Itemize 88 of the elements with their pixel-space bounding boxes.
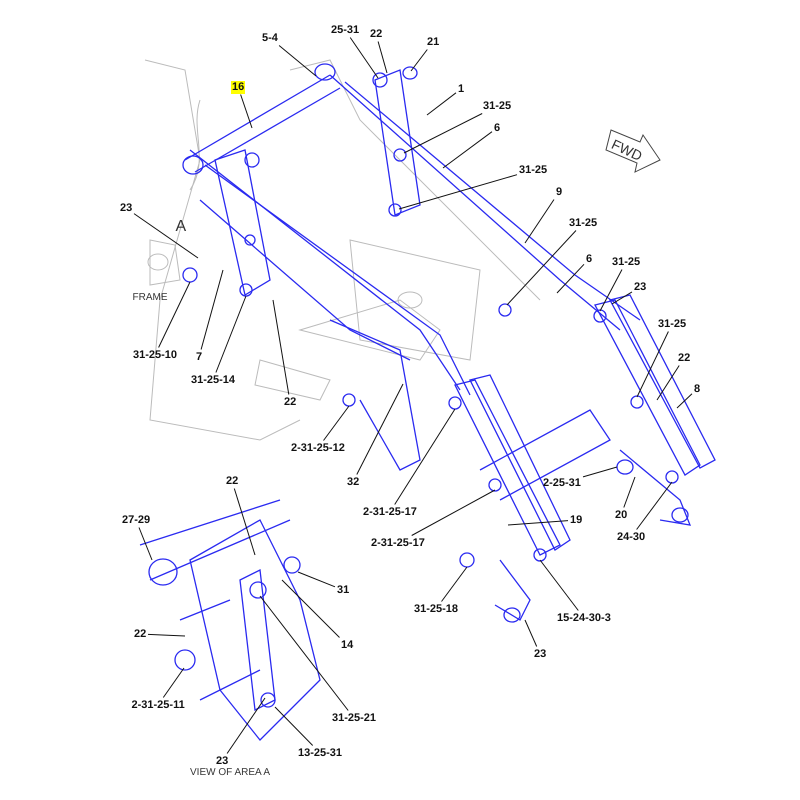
view-label: A: [176, 221, 186, 233]
leader-line: [323, 406, 350, 441]
callout-number: 31-25: [657, 318, 688, 330]
callout-number: 22: [133, 628, 148, 640]
leader-line: [215, 296, 246, 373]
leader-line: [350, 37, 378, 78]
direction-label: FWD: [610, 138, 644, 162]
frame-label: FRAME: [132, 292, 168, 304]
leader-line: [506, 230, 576, 306]
leader-line: [234, 488, 256, 556]
callout-number: 27-29: [121, 514, 152, 526]
leader-line: [356, 384, 404, 475]
leader-line: [623, 476, 636, 508]
callout-number: 5-4: [261, 32, 279, 44]
callout-number: 23: [633, 280, 648, 294]
callout-number: 14: [340, 638, 354, 652]
leader-line: [524, 620, 538, 647]
callout-number: 6: [585, 252, 594, 266]
callout-number: 31-25: [568, 216, 598, 230]
callout-number: 22: [283, 396, 298, 408]
callout-number: 23: [119, 202, 134, 214]
leader-line: [260, 596, 349, 711]
callout-number: 2-31-25-12: [290, 442, 346, 454]
callout-number: 15-24-30-3: [556, 612, 612, 624]
callout-number: 13-25-31: [297, 746, 344, 760]
callout-number: 19: [569, 514, 584, 526]
callout-number: 2-25-31: [542, 476, 582, 490]
leader-line: [441, 566, 468, 602]
callout-number: 31-25-21: [331, 712, 378, 724]
leader-line: [148, 634, 186, 636]
callout-number: 8: [693, 382, 702, 396]
callout-number: 31-25-10: [132, 348, 178, 362]
callout-number: 2-31-25-17: [362, 506, 418, 518]
leader-line: [411, 490, 496, 536]
leader-line: [404, 113, 483, 154]
callout-number: 25-31: [330, 24, 360, 36]
leader-line: [272, 300, 290, 395]
leader-line: [442, 131, 492, 168]
callout-number: 16: [231, 80, 246, 94]
callout-number: 6: [493, 122, 502, 134]
callout-number: 2-31-25-17: [370, 536, 426, 550]
callout-number: 31-25: [482, 100, 512, 112]
callout-number: 9: [555, 186, 564, 198]
leader-line: [158, 282, 190, 348]
callout-number: 31-25: [611, 256, 642, 268]
leader-line: [556, 264, 584, 294]
callout-number: 21: [426, 36, 440, 48]
leader-line: [298, 572, 336, 588]
leader-line: [226, 698, 266, 754]
leader-line: [274, 706, 314, 746]
leader-line: [398, 174, 518, 210]
leader-line: [582, 466, 618, 478]
leader-line: [656, 365, 680, 400]
callout-number: 31-25-18: [413, 602, 460, 616]
callout-number: 22: [369, 28, 384, 40]
leader-line: [636, 482, 672, 530]
callout-number: 31: [336, 584, 350, 596]
leader-line: [540, 560, 579, 611]
leader-line: [426, 92, 456, 116]
leader-line: [612, 291, 632, 304]
callout-number: 23: [533, 648, 548, 660]
leader-line: [394, 408, 456, 505]
leader-line: [240, 94, 252, 128]
leader-line: [378, 41, 388, 74]
leader-line: [410, 49, 428, 72]
callout-number: 24-30: [616, 530, 646, 544]
leader-line: [676, 393, 692, 408]
callout-number: 2-31-25-11: [130, 698, 186, 712]
leader-line: [636, 331, 669, 398]
callout-number: 20: [614, 508, 628, 522]
callout-number: 7: [195, 350, 204, 364]
leader-line: [524, 199, 554, 244]
callout-number: 22: [677, 352, 692, 364]
leader-line: [162, 668, 184, 698]
leader-line: [508, 520, 568, 526]
leader-line: [134, 213, 198, 258]
leader-line: [200, 270, 224, 350]
leader-line: [138, 527, 152, 560]
leader-line: [282, 580, 340, 638]
callout-number: 1: [457, 82, 466, 96]
callout-number: 31-25-14: [190, 374, 236, 386]
callout-number: 31-25: [518, 164, 548, 176]
leader-line: [278, 45, 316, 76]
view-caption: VIEW OF AREA A: [190, 767, 270, 779]
callout-number: 22: [225, 474, 240, 488]
leader-line: [600, 269, 622, 312]
callout-number: 32: [346, 476, 360, 488]
callout-number: 23: [215, 754, 230, 768]
